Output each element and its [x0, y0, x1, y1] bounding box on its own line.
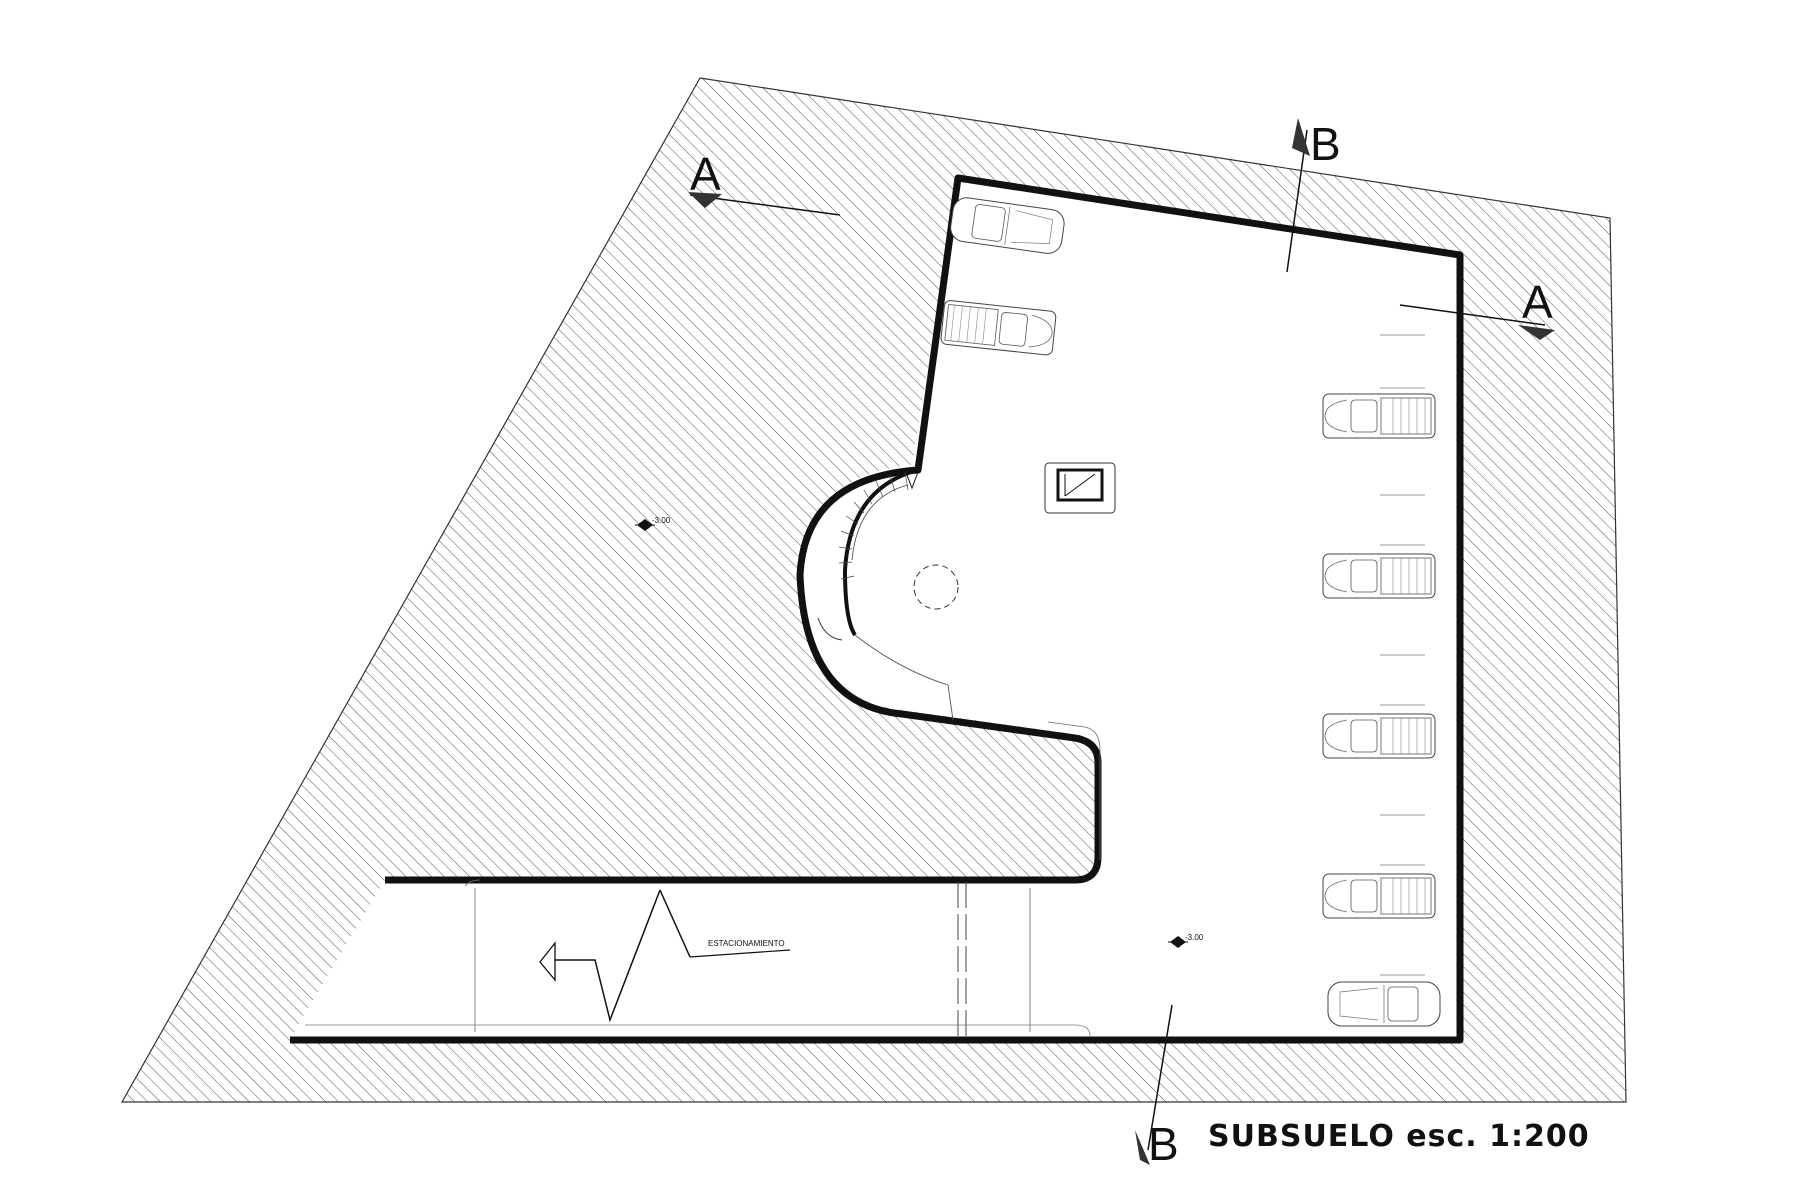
basement-level-label: -3.00	[1185, 933, 1204, 942]
elevator-icon	[1044, 462, 1116, 514]
stair-inner-wall	[842, 468, 919, 637]
car-icon	[1322, 393, 1436, 439]
car-icon	[1322, 553, 1436, 599]
ramp-label: ESTACIONAMIENTO	[708, 939, 785, 948]
level-marker-icon	[635, 519, 655, 531]
ramp-lines	[305, 879, 1091, 1037]
turn-circle	[913, 564, 959, 610]
ramp-area	[290, 880, 1100, 1040]
section-a-right-label: A	[1522, 276, 1553, 328]
yard-level-label: -3.00	[652, 516, 671, 525]
stair-icon	[838, 469, 919, 580]
section-b-bottom-label: B	[1148, 1118, 1179, 1170]
drawing-title: SUBSUELO esc. 1:200	[1208, 1119, 1590, 1154]
arrow-left-icon	[539, 889, 791, 1023]
stair-door	[817, 617, 843, 641]
section-arrow-icon	[1135, 118, 1310, 1165]
curved-stair-arc	[854, 634, 954, 721]
level-marker-icon	[1168, 936, 1188, 948]
car-icon	[1322, 713, 1436, 759]
section-a-left-label: A	[690, 148, 721, 200]
basement-floor	[290, 178, 1460, 1040]
basement-walls	[290, 174, 1464, 1044]
section-b-top-label: B	[1310, 118, 1341, 170]
car-icon	[1322, 873, 1436, 919]
section-arrow-icon	[688, 192, 1555, 340]
car-icon	[1327, 981, 1441, 1027]
wall-cap-detail	[1047, 721, 1101, 860]
